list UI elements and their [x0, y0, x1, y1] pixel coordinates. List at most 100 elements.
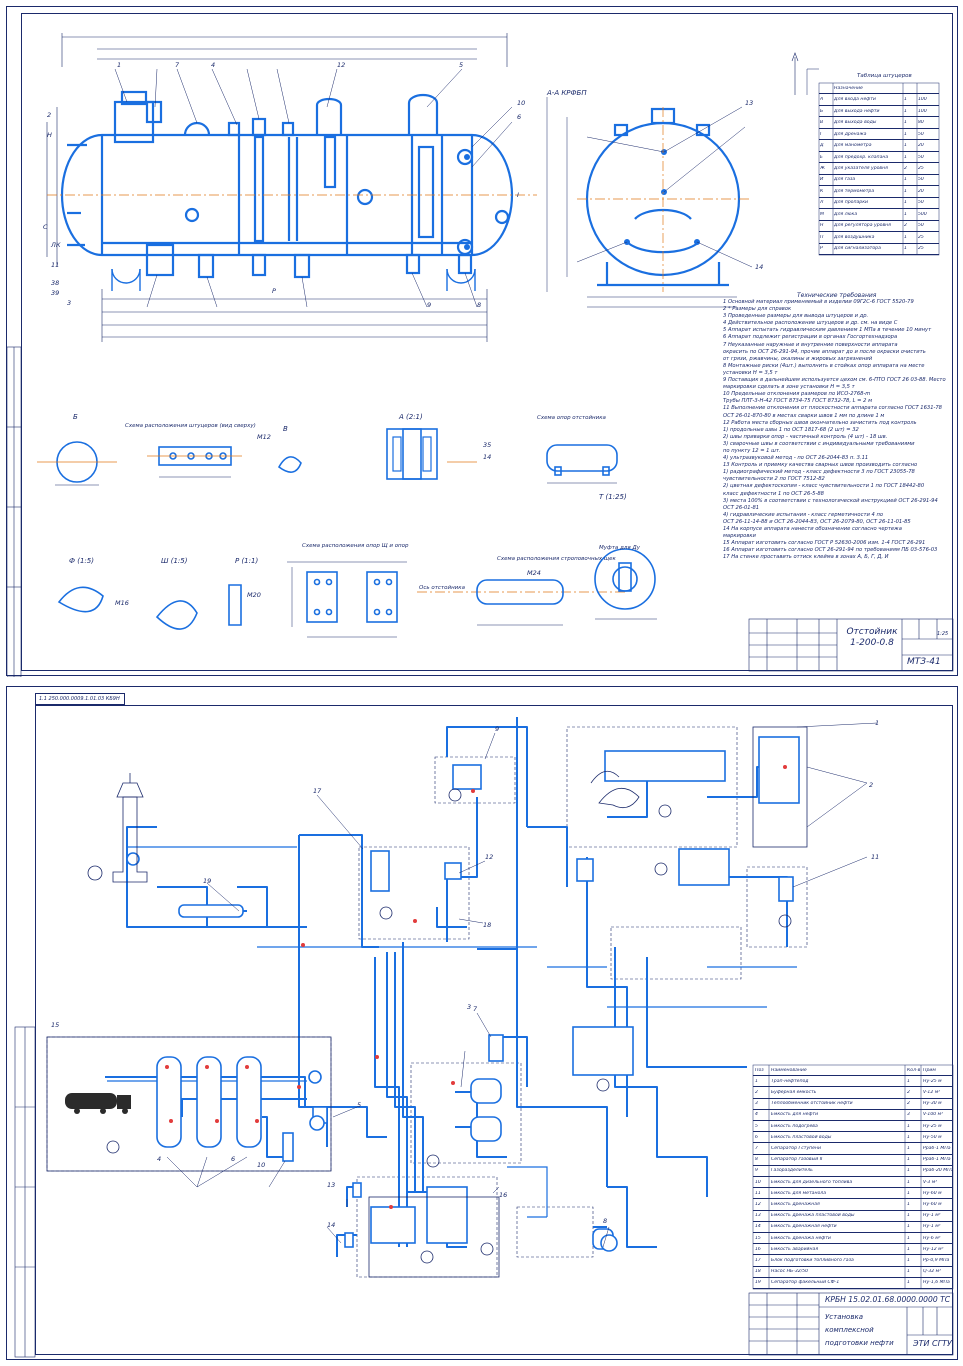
spec-cell: Емкость дренажа нефти: [771, 1235, 831, 1241]
callout-i: I: [517, 191, 519, 199]
sheet-1-product-name: Отстойник 1-200-0.8: [843, 627, 901, 649]
nozzle-table-cell: 1: [904, 211, 907, 217]
specification-rows: ПозНаименованиеКол-воПрим1Трап-нефтепод1…: [753, 1065, 953, 1289]
nozzle-table-cell: Н: [820, 223, 824, 229]
spec-cell: 1: [907, 1078, 910, 1084]
callout-9: 9: [427, 301, 431, 309]
pos-18: 18: [483, 921, 491, 929]
support-plate-scheme-title: Схема расположения опор Щ и опор: [302, 543, 409, 549]
spec-cell: 9: [755, 1168, 758, 1174]
nozzle-table-cell: П: [820, 234, 824, 240]
nozzle-table-cell: 100: [918, 97, 927, 103]
spec-cell: 17: [755, 1257, 761, 1263]
nozzle-table-cell: 25: [918, 234, 924, 240]
tech-note-line: 14 На корпусе аппарата нанести обозначен…: [723, 526, 902, 532]
tech-note-line: 1) радиографический метод - класс дефект…: [723, 469, 915, 476]
tech-note-line: класс дефектности 1 по ОСТ 26-5-88: [723, 490, 824, 497]
flare-separator-19: [178, 904, 244, 918]
tech-note-line: ОСТ 26-01-870-80 в местах сварки швов 1 …: [723, 412, 885, 419]
spec-cell: V-3 м³: [923, 1179, 938, 1185]
callout-m16: М16: [115, 599, 129, 607]
tech-note-line: 16 Аппарат изготовить согласно ОСТ 26-29…: [723, 547, 938, 554]
spec-cell: Ну-60 м: [923, 1190, 942, 1196]
product-name-line2: 1-200-0.8: [850, 638, 894, 648]
oil-tank-2: [196, 1056, 222, 1148]
tech-note-line: ОСТ 26-01-81: [723, 504, 760, 511]
nozzle-table-cell: Для предохр. клапана: [834, 154, 889, 160]
tech-note-line: 13 Контроль и приемку качества сварных ш…: [723, 462, 918, 469]
callout-38: 38: [51, 279, 59, 287]
tech-note-line: 1) продольные швы 1 по ОСТ 1817-68 (2 шт…: [723, 426, 859, 433]
nozzle-table-cell: 2: [904, 223, 907, 229]
callout-lk: ЛК: [50, 241, 61, 249]
tech-note-line: 3) сварочные швы в соответствии с индиви…: [723, 440, 915, 447]
product-name-line1: Отстойник: [846, 627, 898, 637]
tech-note-line: 15 Аппарат изготовить согласно ГОСТ Р 52…: [723, 540, 926, 547]
drawing-sheet-1: 2 Н С ЛК 11 38 39 3 1 7 4 12 5 10 6 I Р …: [6, 6, 958, 677]
nozzle-table-cell: 50: [918, 223, 924, 229]
spec-cell: Сепаратор газовый II: [771, 1157, 823, 1163]
sheet-2-title-block: [748, 1292, 954, 1356]
nozzle-table-cell: 2: [904, 165, 907, 171]
spec-cell: Емкость для дизельного топлива: [771, 1179, 853, 1185]
spec-cell: 1: [907, 1134, 910, 1140]
spec-cell: 1: [907, 1280, 910, 1286]
spec-cell: Ну-6 м³: [923, 1235, 941, 1241]
tech-note-line: 2) швы приварки опор - частичный контрол…: [723, 433, 888, 440]
callout-2: 2: [47, 111, 51, 119]
tech-note-line: 7 Неуказанные наружные и внутренние пове…: [723, 341, 898, 348]
spec-cell: Ну-60 м: [923, 1201, 942, 1207]
spec-cell: Рраб-1 МПа: [923, 1157, 951, 1163]
nozzle-table-cell: 50: [918, 177, 924, 183]
tech-note-line: установки Н = 3,5 т: [723, 369, 778, 376]
nozzle-table-cell: 1: [904, 143, 907, 149]
spec-cell: 1: [907, 1145, 910, 1151]
nozzle-table-cell: Для выхода нефти: [834, 108, 880, 114]
sheet-1-group: МТЗ-41: [907, 657, 941, 667]
nozzle-table-cell: Для указателя уровня: [834, 165, 888, 171]
sheet-2-stamp: 1.1 250.000.0009.1.01.03 КБ9Н: [35, 693, 125, 705]
spec-cell: Сепаратор факельный СФ-1: [771, 1280, 840, 1286]
spec-cell: 1: [907, 1157, 910, 1163]
nozzle-table-cell: 25: [918, 165, 924, 171]
nozzle-table-cell: 1: [904, 120, 907, 126]
nozzle-table-cell: Б: [820, 108, 824, 114]
tech-note-line: по пункту 12 = 1 шт.: [723, 447, 781, 454]
callout-8: 8: [477, 301, 481, 309]
spec-cell: Емкость подогрева: [771, 1123, 818, 1129]
callout-35: 35: [483, 441, 491, 449]
nozzle-table-cell: Для манометра: [834, 143, 872, 149]
nozzle-table-cell: 50: [918, 131, 924, 137]
spec-cell: 1: [907, 1257, 910, 1263]
spec-cell: 2: [907, 1101, 910, 1107]
pos-19: 19: [203, 877, 211, 885]
spec-cell: Емкость дренажная нефти: [771, 1224, 837, 1230]
spec-cell: Емкость пластовой воды: [771, 1134, 832, 1140]
tech-note-line: от грязи, ржавчины, окалины и жировых за…: [723, 355, 873, 362]
product-name-line2: подготовки нефти: [825, 1339, 894, 1347]
sheet-1-title-block: [748, 618, 954, 672]
spec-cell: 15: [755, 1235, 761, 1241]
specification-table: [752, 1064, 954, 1290]
view-b-title: Б: [73, 413, 78, 421]
callout-39: 39: [51, 289, 59, 297]
spec-cell: V-12 м³: [923, 1089, 941, 1095]
tech-note-line: 4 Действительное расположение штуцеров и…: [723, 320, 898, 327]
pos-10: 10: [257, 1161, 265, 1169]
tech-requirements-title: Технические требования: [797, 292, 877, 299]
nozzle-table-cell: 1: [904, 154, 907, 160]
spec-cell: Емкость для метанола: [771, 1190, 827, 1196]
tech-note-line: чувствительности 2 по ГОСТ 7512-82: [723, 476, 825, 483]
nozzle-table-cell: 500: [918, 211, 927, 217]
